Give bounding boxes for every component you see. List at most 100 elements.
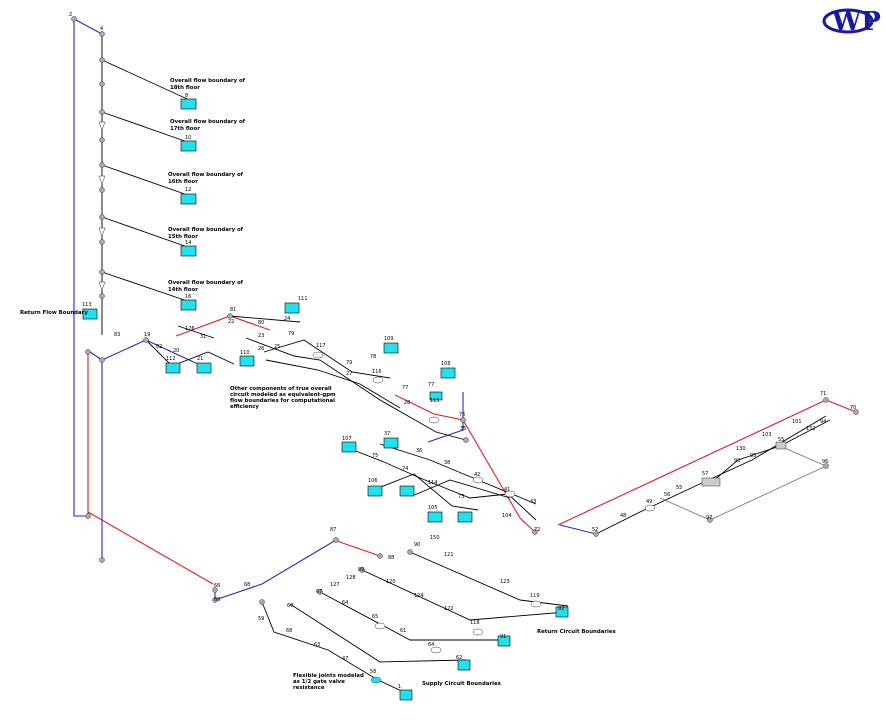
boundary-108	[440, 367, 456, 379]
node-label: 31	[200, 334, 206, 340]
return-pipes	[73, 18, 597, 601]
note-other-components-line1: Other components of true overall	[230, 386, 332, 392]
node-label: 120	[386, 579, 396, 585]
note-floor15-line1: Overall flow boundary of	[168, 227, 244, 233]
node-label: 113	[82, 302, 92, 308]
node-label: 22	[228, 319, 234, 325]
node-label: 107	[342, 436, 352, 442]
boundary-62	[457, 659, 471, 671]
node-label: 128	[346, 575, 356, 581]
node-label: 93	[734, 458, 740, 464]
boundary-12	[180, 193, 197, 205]
note-floor18-line1: Overall flow boundary of	[170, 78, 246, 84]
node-label: 66	[214, 583, 220, 589]
node-label: 76	[459, 412, 465, 418]
node-label: 60	[287, 603, 293, 609]
boundary-106	[367, 485, 383, 497]
node-label: 71	[820, 391, 826, 397]
node-label: 36	[416, 448, 422, 454]
node-label: 94	[820, 419, 826, 425]
note-floor16-line2: 16th floor	[168, 179, 198, 185]
node-label: 109	[384, 336, 394, 342]
boundary-37	[383, 437, 399, 449]
node-label: 96	[822, 459, 828, 465]
node-label: 64	[342, 600, 348, 606]
node-label: 104	[502, 513, 512, 519]
node-label: 23	[258, 333, 264, 339]
node-label: 28	[404, 400, 410, 406]
node-label: 75	[372, 453, 378, 459]
node-label: 38	[444, 460, 450, 466]
boundary-110	[239, 355, 255, 367]
node-label: 111	[298, 296, 308, 302]
node-label: 88	[388, 555, 394, 561]
note-floor18-line2: 18th floor	[170, 85, 200, 91]
node-label: 47	[342, 656, 348, 662]
node-label: 2	[69, 12, 72, 18]
boundary-105	[427, 511, 443, 523]
node-label: 10	[185, 135, 191, 141]
node-label: 124	[414, 593, 424, 599]
node-label: 49	[646, 499, 652, 505]
node-label: 80	[258, 320, 264, 326]
node-label: 110	[240, 350, 250, 356]
aux-pipes	[659, 445, 827, 521]
boundary-8	[180, 98, 197, 110]
note-return-circuit: Return Circuit Boundaries	[537, 629, 616, 635]
node-label: 83	[114, 332, 120, 338]
node-label: 56	[664, 492, 670, 498]
node-label: 42	[474, 472, 480, 478]
note-flexible-joints-line2: as 1/2 gate valve	[293, 679, 345, 685]
flow-boundaries	[82, 98, 569, 701]
node-label: 14	[185, 240, 191, 246]
annotations: Overall flow boundary of 18th floor Over…	[20, 78, 616, 691]
node-label: 26	[258, 346, 264, 352]
node-label: 41	[504, 487, 510, 493]
node-label: 130	[736, 446, 746, 452]
node-label: 58	[370, 669, 376, 675]
node-label: 108	[441, 361, 451, 367]
node-label: 91	[500, 634, 506, 640]
node-label: 24	[284, 316, 290, 322]
node-label: 119	[530, 593, 540, 599]
node-label: 16	[185, 294, 191, 300]
node-label: 95	[750, 453, 756, 459]
note-flexible-joints-line3: resistance	[293, 685, 325, 691]
node-label: 1	[398, 684, 401, 690]
note-floor14-line1: Overall flow boundary of	[168, 280, 244, 286]
node-label: 79	[346, 360, 352, 366]
note-floor17-line1: Overall flow boundary of	[170, 119, 246, 125]
boundary-115	[429, 391, 443, 401]
note-other-components-line4: efficiency	[230, 404, 259, 410]
node-label: 4	[100, 26, 103, 32]
node-label: 106	[368, 478, 378, 484]
node-label: 37	[384, 431, 390, 437]
node-label: 123	[500, 579, 510, 585]
note-floor14-line2: 14th floor	[168, 287, 198, 293]
node-label: 27	[346, 371, 352, 377]
node-label: 35	[460, 426, 466, 432]
boundary-92	[555, 606, 569, 618]
node-label: 72	[534, 527, 540, 533]
node-label: 63	[314, 642, 320, 648]
node-label: 114	[428, 480, 438, 486]
node-label: 55	[778, 437, 784, 443]
boundary-14	[180, 245, 197, 257]
node-labels: 2 4 8 10 12 14 16 113 83 19 82 126 20 11…	[69, 12, 856, 690]
node-label: 121	[444, 552, 454, 558]
node-label: 77	[402, 385, 408, 391]
boundary-113	[82, 308, 98, 320]
boundary-21	[196, 362, 212, 374]
node-label: 52	[592, 527, 598, 533]
company-logo: WP	[822, 7, 881, 37]
node-label: 101	[792, 419, 802, 425]
node-label: 59	[258, 616, 264, 622]
node-label: 90	[414, 542, 420, 548]
node-label: 68	[286, 628, 292, 634]
node-label: 55	[676, 485, 682, 491]
node-label: 132	[806, 426, 816, 432]
node-label: 122	[444, 606, 454, 612]
node-label: 43	[530, 499, 536, 505]
note-floor16-line1: Overall flow boundary of	[168, 172, 244, 178]
